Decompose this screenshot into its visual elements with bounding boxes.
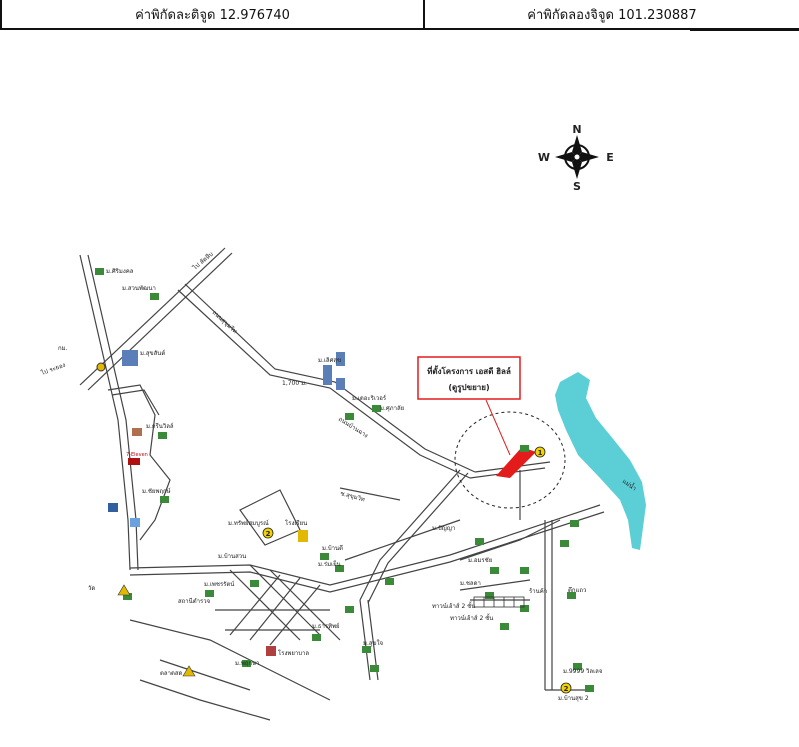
project-area-circle	[454, 411, 566, 509]
header-underline	[690, 29, 799, 31]
label-kgm: กม.	[58, 345, 68, 352]
label-temple: วัด	[88, 585, 95, 592]
longitude-label: ค่าพิกัดลองจิจูด	[527, 7, 614, 23]
label-village-17: ม.ปัญญา	[432, 525, 455, 532]
market-icon	[266, 646, 276, 656]
alt-marker-1: 2	[262, 527, 274, 539]
hospital-icon	[132, 428, 142, 436]
svg-text:2: 2	[266, 530, 271, 538]
building-icons	[122, 350, 345, 390]
coordinate-table: ค่าพิกัดละติจูด 12.976740 ค่าพิกัดลองจิจ…	[0, 0, 799, 30]
svg-text:1: 1	[538, 449, 543, 457]
callout-leader	[485, 399, 511, 456]
label-school: โรงเรียน	[285, 519, 307, 527]
latitude-label: ค่าพิกัดละติจูด	[135, 7, 216, 23]
project-marker: 1	[534, 446, 546, 458]
school-icon	[108, 503, 118, 512]
label-village-8: ม.ชัยพฤกษ์	[142, 487, 171, 495]
label-shop: ร้านค้า	[529, 588, 547, 595]
label-village-20: ม.9999 วิลเลจ	[563, 668, 602, 675]
label-village-19: ม.ชลดา	[460, 580, 481, 587]
longitude-cell: ค่าพิกัดลองจิจูด 101.230887	[423, 0, 799, 30]
label-village-10: ม.บ้านดี	[322, 544, 343, 552]
label-to-rayong: ไป ระยอง	[39, 361, 66, 378]
label-road-main: ถนนสุขุมวิท	[211, 309, 239, 335]
road-network	[79, 247, 605, 721]
label-distance: 1,700 ม.	[282, 380, 307, 387]
label-village-14: ม.ธารทิพย์	[312, 622, 340, 630]
label-village-7: ม.กรีนวิลล์	[146, 422, 174, 430]
label-village-18: ม.อมรชัย	[468, 557, 492, 564]
river	[555, 372, 646, 550]
label-village-11: ม.ร่มเย็น	[318, 559, 341, 568]
label-village-15: ม.สุขใจ	[363, 639, 383, 647]
longitude-value: 101.230887	[618, 7, 697, 23]
callout-line-1: ที่ตั้งโครงการ เอสดี ฮิลล์	[427, 365, 511, 376]
temple-icon-2	[182, 665, 196, 677]
label-village-2: ม.สวนพัฒนา	[122, 285, 156, 292]
latitude-cell: ค่าพิกัดละติจูด 12.976740	[0, 0, 425, 30]
label-police: สถานีตำรวจ	[178, 597, 210, 605]
compass-rose: N S E W	[538, 123, 614, 193]
label-village-3: ม.สุขสันต์	[140, 349, 165, 357]
label-village-16: ม.พฤกษา	[235, 660, 259, 667]
project-callout: ที่ตั้งโครงการ เอสดี ฮิลล์ (ดูรูปขยาย)	[417, 356, 521, 400]
shop-icon	[298, 530, 308, 542]
compass-east: E	[606, 151, 614, 164]
compass-west: W	[538, 151, 550, 164]
seven-eleven-icon	[128, 458, 140, 465]
svg-text:2: 2	[564, 685, 569, 693]
label-village-5: ม.เดอะริเวอร์	[352, 394, 387, 402]
label-townhouse-1: ทาวน์เฮ้าส์ 2 ชั้น	[432, 600, 475, 610]
label-village-21: ม.บ้านสุข 2	[558, 695, 589, 702]
label-hospital: โรงพยาบาล	[278, 649, 309, 657]
village-icons	[95, 268, 594, 692]
label-village-9: ม.ทรัพย์สมบูรณ์	[228, 519, 269, 527]
compass-north: N	[572, 123, 581, 136]
label-townhouse-2: ทาวน์เฮ้าส์ 2 ชั้น	[450, 612, 493, 622]
label-market: ตลาดสด	[160, 670, 183, 677]
label-village-1: ม.ศิริมงคล	[106, 268, 134, 275]
police-icon	[130, 518, 140, 527]
label-village-13: ม.เพชรรัตน์	[204, 580, 234, 588]
townhouse-strip	[473, 596, 525, 608]
temple-icon	[117, 584, 131, 596]
latitude-value: 12.976740	[219, 7, 290, 23]
label-shophouse: ตึกแถว	[568, 587, 587, 594]
compass-south: S	[573, 180, 581, 193]
label-seven-eleven: 7-Eleven	[126, 452, 148, 458]
traffic-light-icon	[96, 362, 106, 372]
label-village-6: ม.ศุภาลัย	[380, 405, 404, 412]
label-village-12: ม.บ้านสวน	[218, 553, 246, 560]
label-village-4: ม.เลิศสุข	[318, 357, 341, 364]
project-parcel	[496, 447, 536, 478]
callout-line-2: (ดูรูปขยาย)	[448, 383, 489, 393]
alt-marker-2: 2	[560, 682, 572, 694]
